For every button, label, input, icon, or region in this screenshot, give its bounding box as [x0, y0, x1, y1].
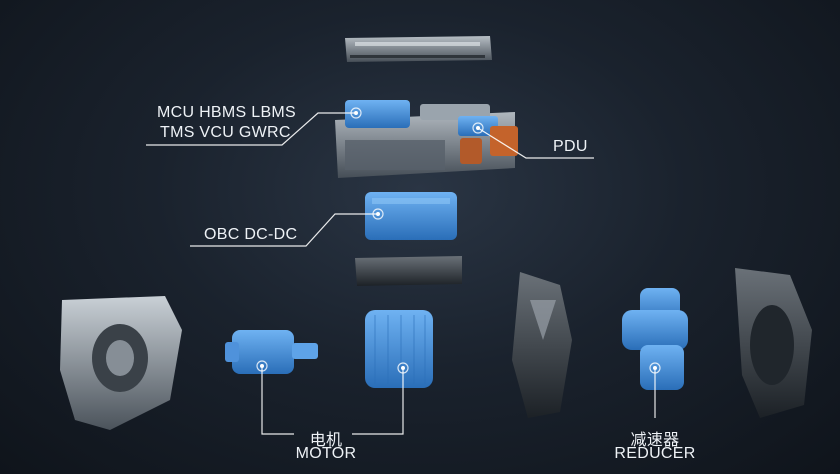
pdu-label: PDU	[553, 138, 588, 155]
reducer-label-en: REDUCER	[614, 445, 696, 462]
end-cover-part	[735, 268, 812, 418]
motor-housing-part	[60, 296, 182, 430]
obc-dcdc-part	[365, 192, 457, 240]
gearbox-housing-part	[512, 272, 572, 418]
reducer-part	[622, 288, 688, 390]
controller-label-line2: TMS VCU GWRC	[160, 124, 291, 141]
motor-label-en: MOTOR	[295, 445, 357, 462]
motor-stator-part	[365, 310, 433, 388]
motor-rotor-part	[225, 330, 318, 374]
leader-lines	[146, 112, 656, 435]
obc-label: OBC DC-DC	[204, 226, 298, 243]
controller-assembly-part	[335, 100, 518, 178]
motor-label-cn: 电机	[309, 432, 343, 449]
top-cover-part	[345, 36, 492, 62]
controller-label-line1: MCU HBMS LBMS	[157, 104, 297, 121]
base-plate-part	[355, 256, 462, 286]
callout-dots	[256, 107, 661, 374]
reducer-label-cn: 减速器	[630, 432, 680, 449]
